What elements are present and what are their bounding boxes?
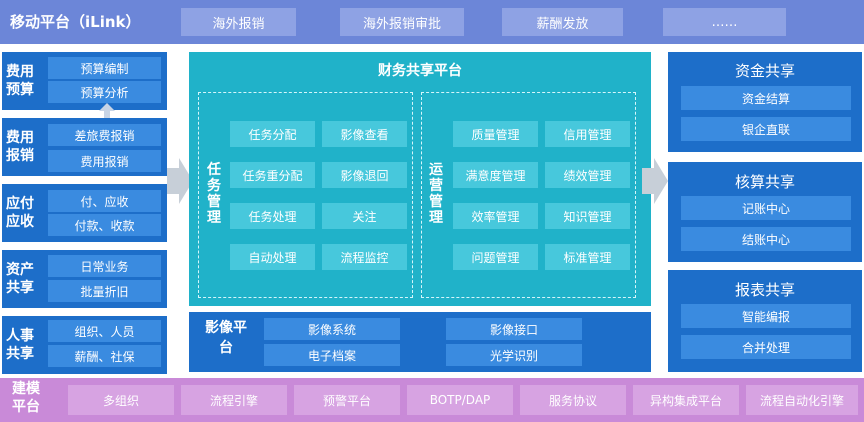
- left-label-budget: 费用预算: [6, 64, 34, 98]
- image-item-e-archive[interactable]: 电子档案: [264, 344, 400, 366]
- left-item-payment-collection[interactable]: 付款、收款: [48, 214, 161, 236]
- bottom-item-flow-automation-engine[interactable]: 流程自动化引擎: [746, 385, 858, 415]
- operations-management-box: [421, 92, 636, 298]
- task-item-image-return[interactable]: 影像退回: [322, 162, 407, 188]
- image-item-interface[interactable]: 影像接口: [446, 318, 582, 340]
- bottom-item-heterogeneous-integration[interactable]: 异构集成平台: [633, 385, 739, 415]
- left-item-payable-receivable[interactable]: 付、应收: [48, 190, 161, 212]
- finance-sharing-platform-title: 财务共享平台: [378, 63, 462, 79]
- top-item-more[interactable]: ……: [663, 8, 786, 36]
- top-item-overseas-reimbursement[interactable]: 海外报销: [181, 8, 296, 36]
- ops-item-standard[interactable]: 标准管理: [545, 244, 630, 270]
- right-item-fund-settlement[interactable]: 资金结算: [681, 86, 851, 110]
- right-title-accounting: 核算共享: [734, 173, 795, 191]
- left-label-hr: 人事共享: [6, 328, 34, 362]
- task-item-auto-process[interactable]: 自动处理: [230, 244, 315, 270]
- task-item-flow-monitor[interactable]: 流程监控: [322, 244, 407, 270]
- right-item-bookkeeping[interactable]: 记账中心: [681, 196, 851, 220]
- left-label-payables: 应付应收: [6, 196, 34, 230]
- bottom-item-flow-engine[interactable]: 流程引擎: [181, 385, 287, 415]
- ops-item-knowledge[interactable]: 知识管理: [545, 203, 630, 229]
- ops-item-efficiency[interactable]: 效率管理: [453, 203, 538, 229]
- right-item-smart-report[interactable]: 智能编报: [681, 304, 851, 328]
- ops-item-satisfaction[interactable]: 满意度管理: [453, 162, 538, 188]
- task-management-box: [198, 92, 413, 298]
- task-item-assign[interactable]: 任务分配: [230, 121, 315, 147]
- modeling-platform-label: 建模平台: [12, 381, 40, 415]
- right-item-closing[interactable]: 结账中心: [681, 227, 851, 251]
- bottom-item-botp-dap[interactable]: BOTP/DAP: [407, 385, 513, 415]
- task-item-process[interactable]: 任务处理: [230, 203, 315, 229]
- right-title-report: 报表共享: [734, 281, 795, 299]
- operations-management-label: 运营管理: [429, 162, 443, 226]
- task-item-image-view[interactable]: 影像查看: [322, 121, 407, 147]
- left-item-travel-reimbursement[interactable]: 差旅费报销: [48, 124, 161, 146]
- bottom-item-alert-platform[interactable]: 预警平台: [294, 385, 400, 415]
- bottom-item-multi-org[interactable]: 多组织: [68, 385, 174, 415]
- bottom-item-service-protocol[interactable]: 服务协议: [520, 385, 626, 415]
- task-item-reassign[interactable]: 任务重分配: [230, 162, 315, 188]
- right-arrow-icon-2: [642, 158, 668, 204]
- ops-item-performance[interactable]: 绩效管理: [545, 162, 630, 188]
- left-label-assets: 资产共享: [6, 262, 34, 296]
- left-item-budget-compile[interactable]: 预算编制: [48, 57, 161, 79]
- image-item-system[interactable]: 影像系统: [264, 318, 400, 340]
- image-platform-label: 影像平台: [205, 320, 247, 356]
- task-item-follow[interactable]: 关注: [322, 203, 407, 229]
- ops-item-issue[interactable]: 问题管理: [453, 244, 538, 270]
- ops-item-quality[interactable]: 质量管理: [453, 121, 538, 147]
- left-item-org-personnel[interactable]: 组织、人员: [48, 320, 161, 342]
- top-item-salary-payment[interactable]: 薪酬发放: [502, 8, 623, 36]
- task-management-label: 任务管理: [207, 162, 221, 226]
- right-arrow-icon: [167, 158, 193, 204]
- left-item-batch-depreciation[interactable]: 批量折旧: [48, 280, 161, 302]
- right-item-consolidation[interactable]: 合并处理: [681, 335, 851, 359]
- mobile-platform-title: 移动平台（iLink）: [10, 13, 141, 31]
- right-title-fund: 资金共享: [734, 62, 795, 80]
- right-item-bank-direct[interactable]: 银企直联: [681, 117, 851, 141]
- image-item-ocr[interactable]: 光学识别: [446, 344, 582, 366]
- left-item-expense-reimbursement[interactable]: 费用报销: [48, 150, 161, 172]
- left-item-salary-social[interactable]: 薪酬、社保: [48, 345, 161, 367]
- left-item-daily-business[interactable]: 日常业务: [48, 255, 161, 277]
- left-item-budget-analysis[interactable]: 预算分析: [48, 81, 161, 103]
- ops-item-credit[interactable]: 信用管理: [545, 121, 630, 147]
- top-item-overseas-approval[interactable]: 海外报销审批: [340, 8, 464, 36]
- left-label-reimbursement: 费用报销: [6, 130, 34, 164]
